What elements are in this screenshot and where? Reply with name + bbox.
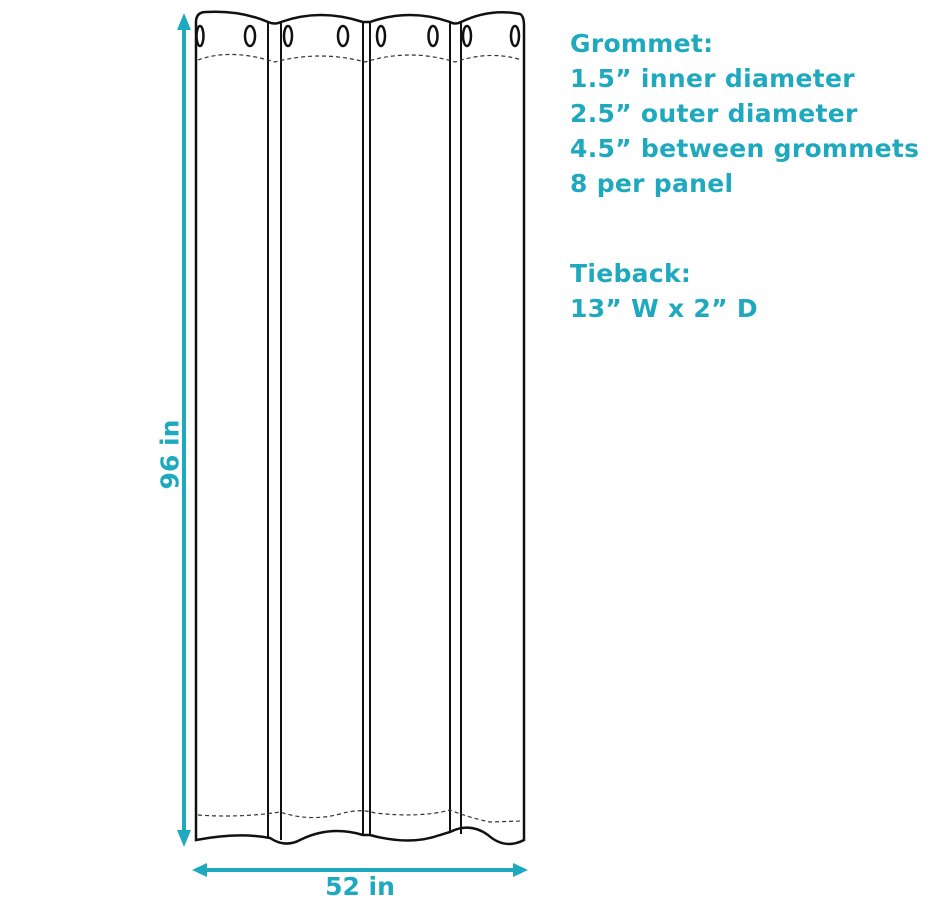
width-label: 52 in: [325, 872, 395, 901]
grommet-outer-diameter: 2.5” outer diameter: [570, 99, 858, 128]
grommet-heading: Grommet:: [570, 29, 714, 58]
curtain-panel: [194, 10, 526, 846]
grommet-count: 8 per panel: [570, 169, 734, 198]
width-arrow: [192, 863, 528, 877]
grommets: [195, 24, 521, 48]
stitch-lines: [197, 53, 523, 823]
tieback-heading: Tieback:: [570, 259, 692, 288]
height-label: 96 in: [155, 419, 185, 490]
grommet-spacing: 4.5” between grommets: [570, 134, 920, 163]
grommet-inner-diameter: 1.5” inner diameter: [570, 64, 855, 93]
height-arrow: [177, 13, 191, 847]
grommet-specs: Grommet: 1.5” inner diameter 2.5” outer …: [570, 26, 919, 201]
tieback-specs: Tieback: 13” W x 2” D: [570, 256, 758, 326]
tieback-size: 13” W x 2” D: [570, 294, 758, 323]
